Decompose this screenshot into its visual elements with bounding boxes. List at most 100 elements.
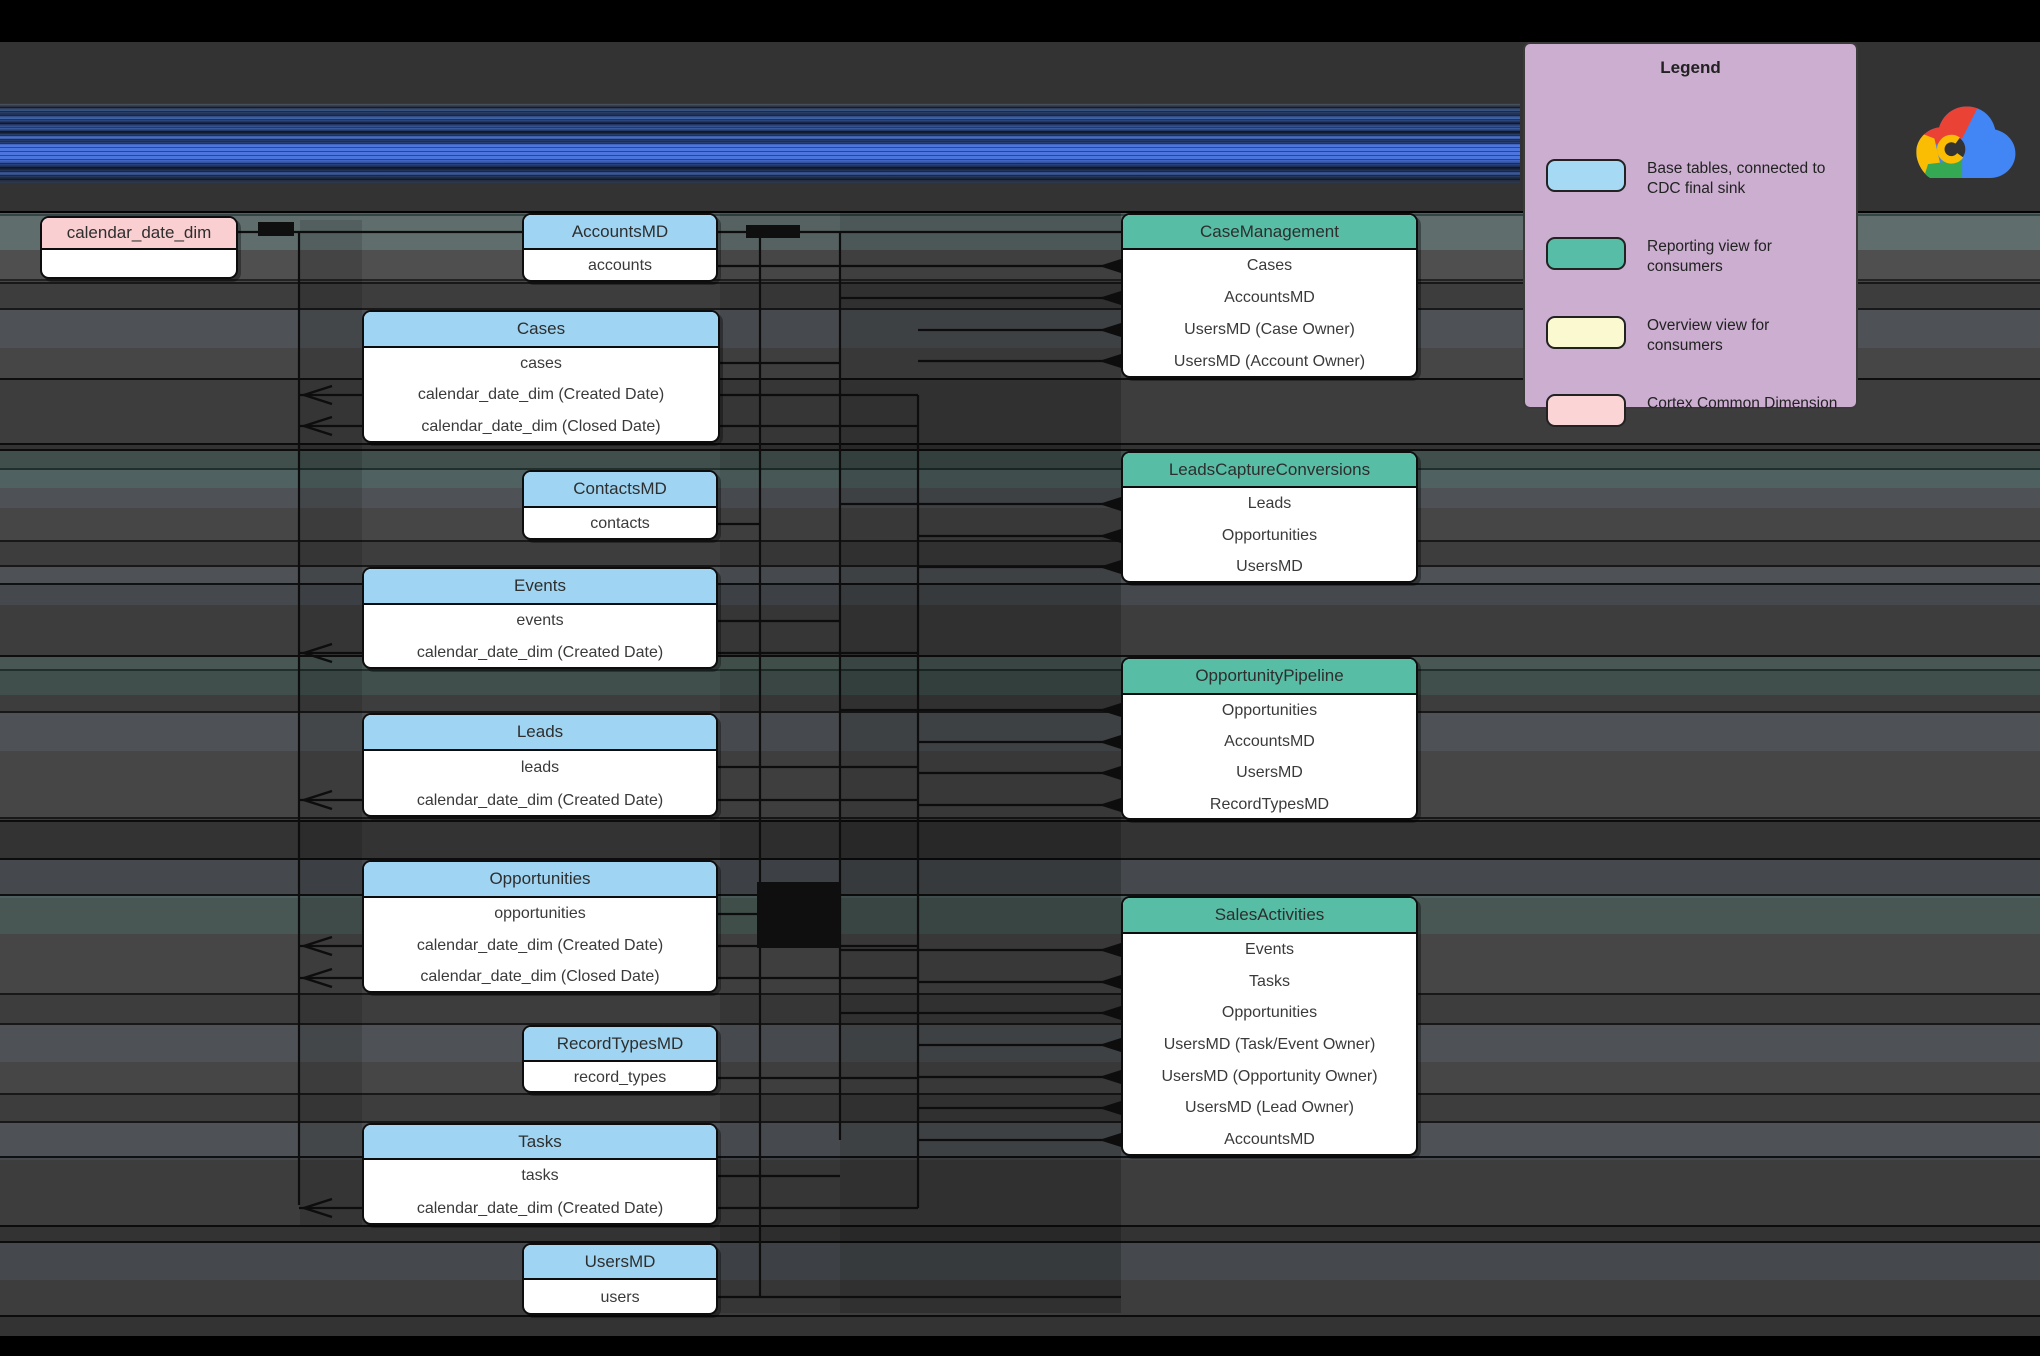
- arrowhead-left-icon: [1099, 1101, 1121, 1115]
- arrowhead-left-icon: [1099, 1006, 1121, 1020]
- ghost-band: [0, 711, 2040, 819]
- table-title: Leads: [364, 715, 716, 751]
- legend-item-label: Overview view for consumers: [1647, 317, 1770, 355]
- table-row: calendar_date_dim (Closed Date): [420, 968, 660, 986]
- table-row: accounts: [587, 257, 653, 274]
- table-title: AccountsMD: [524, 215, 716, 250]
- ghost-band: [0, 655, 2040, 822]
- table-accounts_md: AccountsMD accounts: [522, 213, 718, 282]
- table-row: tasks: [521, 1167, 559, 1185]
- table-row: UsersMD (Task/Event Owner): [1163, 1035, 1376, 1053]
- table-title: Events: [364, 569, 716, 605]
- ghost-band-header: [0, 451, 2040, 488]
- legend-swatch-common-dimension: [1546, 394, 1626, 427]
- legend-swatch-overview-view: [1546, 316, 1626, 349]
- open-arrowhead-icon: [300, 1197, 333, 1219]
- table-row: Leads: [1247, 494, 1292, 512]
- table-row: calendar_date_dim (Created Date): [416, 644, 664, 661]
- ghost-band: [0, 894, 2040, 1158]
- table-row: AccountsMD: [1224, 732, 1315, 750]
- table-title: calendar_date_dim: [42, 218, 236, 250]
- ghost-band-header: [0, 567, 2040, 605]
- top-black-band: [0, 0, 2040, 42]
- open-arrowhead-icon: [300, 789, 333, 811]
- table-row: UsersMD (Opportunity Owner): [1161, 1067, 1378, 1085]
- table-title: CaseManagement: [1123, 215, 1416, 250]
- ghost-band-header: [0, 860, 2040, 898]
- table-row: calendar_date_dim (Closed Date): [421, 417, 661, 435]
- open-arrowhead-icon: [300, 967, 333, 989]
- table-cases: Cases cases calendar_date_dim (Created Dat…: [362, 310, 720, 443]
- corridor-shade: [840, 213, 1121, 1313]
- open-arrowhead-icon: [300, 935, 333, 957]
- table-row: Opportunities: [1221, 1004, 1318, 1022]
- table-title: Cases: [364, 312, 718, 348]
- arrowhead-left-icon: [1099, 1133, 1121, 1147]
- arrowhead-left-icon: [1099, 943, 1121, 957]
- table-row: UsersMD (Case Owner): [1184, 321, 1355, 338]
- ghost-band: [0, 449, 2040, 585]
- table-row: AccountsMD: [1224, 289, 1315, 306]
- table-row: UsersMD: [1236, 764, 1303, 782]
- legend-title: Legend: [1660, 58, 1721, 77]
- table-title: RecordTypesMD: [524, 1027, 716, 1062]
- ghost-band-header: [0, 657, 2040, 695]
- table-row: Opportunities: [1221, 526, 1318, 544]
- table-row: opportunities: [494, 904, 586, 922]
- table-title: OpportunityPipeline: [1123, 659, 1416, 695]
- arrowhead-left-icon: [1099, 354, 1121, 368]
- ghost-band: [0, 858, 2040, 995]
- ghost-band: [0, 1241, 2040, 1317]
- table-row: calendar_date_dim (Created Date): [416, 936, 664, 954]
- ghost-band-header: [0, 1025, 2040, 1062]
- arrowhead-left-icon: [1099, 497, 1121, 511]
- table-row: AccountsMD: [1224, 1130, 1315, 1148]
- table-row: users: [600, 1288, 640, 1306]
- ghost-band-header: [0, 1123, 2040, 1160]
- table-title: ContactsMD: [524, 472, 716, 508]
- ghost-band-header: [0, 896, 2040, 934]
- legend-item-label: Cortex Common Dimension: [1647, 395, 1838, 412]
- arrowhead-left-icon: [1099, 798, 1121, 812]
- table-title: LeadsCaptureConversions: [1123, 453, 1416, 488]
- table-title: SalesActivities: [1123, 898, 1416, 934]
- legend: Legend Base tables, connected to CDC fin…: [1523, 42, 1858, 427]
- legend-item-label: Base tables, connected to CDC final sink: [1647, 160, 1826, 198]
- table-row: [42, 250, 236, 277]
- open-arrowhead-icon: [300, 415, 333, 437]
- table-row: Events: [1245, 940, 1294, 958]
- bottom-black-band: [0, 1336, 2040, 1356]
- redacted-blue-band: [0, 103, 1520, 183]
- ghost-band: [0, 1023, 2040, 1095]
- table-row: UsersMD (Account Owner): [1173, 353, 1366, 370]
- arrowhead-left-icon: [1099, 703, 1121, 717]
- table-row: Opportunities: [1221, 701, 1318, 719]
- legend-swatch-reporting-view: [1546, 237, 1626, 270]
- table-title: Opportunities: [364, 862, 716, 898]
- legend-item-label: Reporting view for consumers: [1647, 238, 1772, 276]
- table-row: Cases: [1246, 257, 1293, 274]
- table-row: cases: [520, 354, 562, 372]
- table-record_types_md: RecordTypesMD record_types: [522, 1025, 718, 1093]
- google-cloud-logo: [1916, 106, 2016, 178]
- table-row: record_types: [573, 1068, 667, 1086]
- table-row: calendar_date_dim (Created Date): [416, 1199, 664, 1217]
- arrowhead-left-icon: [1099, 560, 1121, 574]
- arrowhead-left-icon: [1099, 291, 1121, 305]
- arrowhead-left-icon: [1099, 975, 1121, 989]
- table-row: UsersMD: [1236, 558, 1303, 576]
- open-arrowhead-icon: [300, 642, 333, 664]
- ghost-band-header: [0, 1243, 2040, 1280]
- arrowhead-left-icon: [1099, 1038, 1121, 1052]
- table-row: leads: [520, 758, 560, 776]
- ghost-band: [0, 1121, 2040, 1227]
- arrowhead-left-icon: [1099, 529, 1121, 543]
- table-row: calendar_date_dim (Created Date): [417, 386, 665, 404]
